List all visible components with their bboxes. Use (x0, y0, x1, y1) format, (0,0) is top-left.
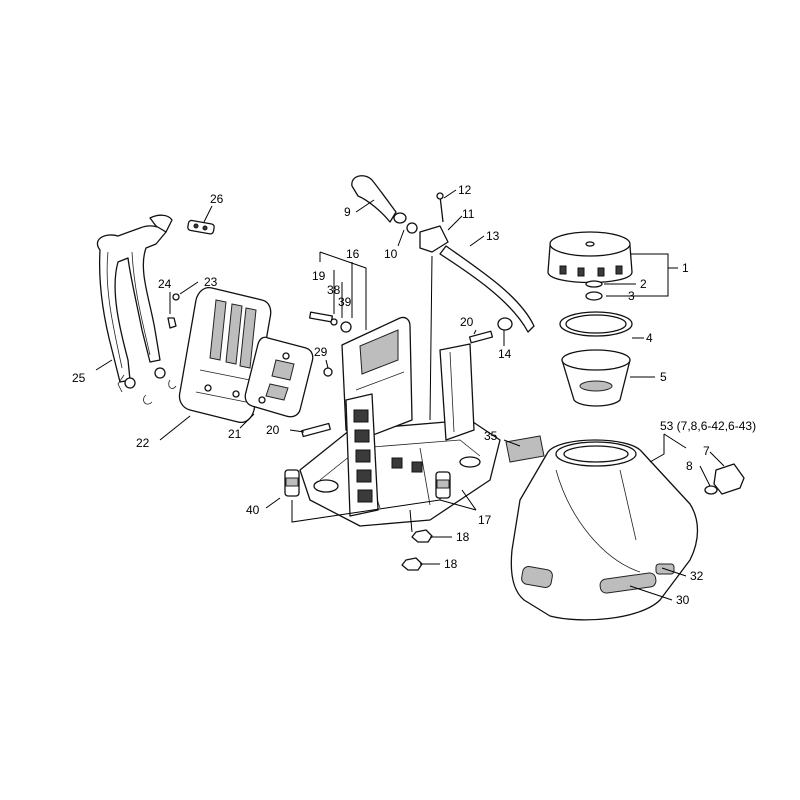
shoulder-straps (96, 214, 177, 405)
callout-19: 19 (312, 269, 326, 283)
nuts-18 (401, 529, 433, 571)
callout-20-left: 20 (266, 423, 280, 437)
tank-cap-7-8 (704, 463, 745, 495)
callout-11: 11 (462, 207, 475, 221)
callout-20-right: 20 (460, 315, 474, 329)
callout-13: 13 (486, 229, 500, 243)
callout-35: 35 (484, 429, 498, 443)
callout-17: 17 (478, 513, 492, 527)
tank-30 (510, 439, 699, 621)
callout-22: 22 (136, 436, 150, 450)
callout-9: 9 (344, 205, 351, 219)
grip-and-tube (351, 175, 535, 421)
strap-clip-26 (187, 219, 215, 235)
callout-29: 29 (314, 345, 328, 359)
callout-39: 39 (338, 295, 352, 309)
callout-12: 12 (458, 183, 472, 197)
callout-labels: 1 2 3 4 5 53 (7,8,6-42,6-43) 7 8 32 30 3… (72, 183, 756, 607)
callout-18-lower: 18 (444, 557, 458, 571)
callout-16: 16 (346, 247, 360, 261)
callout-32: 32 (690, 569, 704, 583)
callout-10: 10 (384, 247, 398, 261)
plate-21 (244, 336, 314, 418)
vibration-mounts-40 (284, 469, 451, 499)
callout-8: 8 (686, 459, 693, 473)
callout-14: 14 (498, 347, 512, 361)
callout-26: 26 (210, 192, 224, 206)
callout-3: 3 (628, 289, 635, 303)
callout-4: 4 (646, 331, 653, 345)
callout-2: 2 (640, 277, 647, 291)
callout-5: 5 (660, 370, 667, 384)
callout-38: 38 (327, 283, 341, 297)
callout-40: 40 (246, 503, 260, 517)
callout-53: 53 (7,8,6-42,6-43) (660, 419, 756, 433)
label-35 (505, 435, 545, 463)
small-fasteners-23-24 (167, 293, 180, 329)
callout-25: 25 (72, 371, 86, 385)
leader-lines (95, 189, 725, 601)
air-filter-assembly (547, 231, 633, 407)
callout-1: 1 (682, 261, 689, 275)
callout-21: 21 (228, 427, 242, 441)
bolt-set-19-38-39 (308, 311, 352, 333)
backpack-frame (299, 316, 501, 527)
callout-23: 23 (204, 275, 218, 289)
callout-7: 7 (703, 444, 710, 458)
callout-18-upper: 18 (456, 530, 470, 544)
callout-30: 30 (676, 593, 690, 607)
bolts-20 (301, 330, 494, 438)
nut-29 (323, 367, 333, 377)
callout-24: 24 (158, 277, 172, 291)
